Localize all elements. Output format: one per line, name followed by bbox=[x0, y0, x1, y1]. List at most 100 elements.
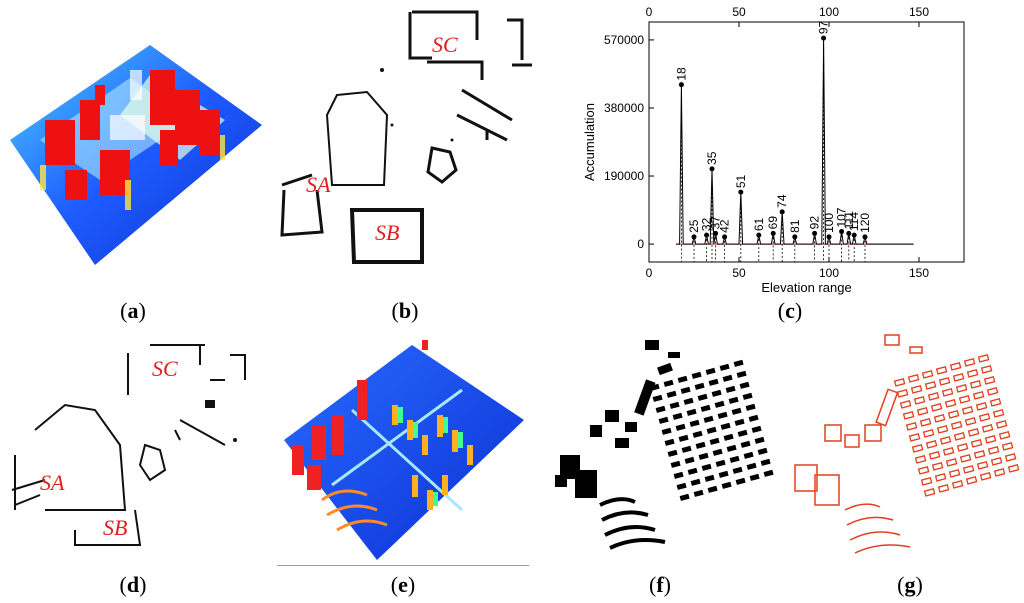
region-label-sb-d: SB bbox=[103, 515, 128, 540]
x-axis-label: Elevation range bbox=[761, 280, 851, 295]
building-footprint bbox=[953, 431, 966, 441]
elevation-histogram-chart: 0050501001001501500190000380000570000Ele… bbox=[582, 5, 965, 295]
peak-marker bbox=[738, 189, 744, 195]
building-footprint bbox=[729, 455, 740, 463]
building-footprint bbox=[993, 467, 1006, 477]
building-footprint bbox=[661, 427, 672, 435]
building-footprint bbox=[667, 449, 678, 457]
peak-label: 111 bbox=[842, 211, 856, 230]
building-footprint bbox=[666, 390, 677, 398]
peak-marker bbox=[722, 234, 728, 240]
building-footprint bbox=[703, 415, 714, 423]
building-footprint bbox=[760, 458, 771, 466]
panel-f-footprints bbox=[540, 330, 785, 565]
peak-marker bbox=[691, 234, 697, 240]
building-footprint bbox=[706, 426, 717, 434]
peak-label: 81 bbox=[788, 219, 802, 233]
building-footprint bbox=[983, 375, 996, 385]
building-footprint bbox=[959, 453, 972, 463]
building-footprint bbox=[922, 428, 935, 438]
building-footprint bbox=[705, 367, 716, 375]
building-footprint bbox=[763, 469, 774, 477]
building-footprint bbox=[966, 368, 979, 378]
building-footprint bbox=[708, 378, 719, 386]
peak-marker bbox=[709, 166, 715, 172]
building-footprint bbox=[701, 463, 712, 471]
building-outlines-g bbox=[794, 334, 1020, 554]
building-footprint bbox=[958, 394, 971, 404]
building-footprint bbox=[700, 404, 711, 412]
building-footprint bbox=[707, 485, 718, 493]
building-footprint bbox=[693, 489, 704, 497]
building-footprint bbox=[678, 434, 689, 442]
panel-a-point-cloud bbox=[0, 30, 272, 270]
building-footprint bbox=[687, 467, 698, 475]
building-footprint bbox=[728, 396, 739, 404]
region-label-sa-b: SA bbox=[306, 172, 331, 197]
x-tick-label-top: 100 bbox=[819, 5, 839, 19]
building-footprint bbox=[692, 430, 703, 438]
building-footprint bbox=[893, 377, 906, 387]
building-footprint bbox=[695, 441, 706, 449]
building-footprint bbox=[962, 464, 975, 474]
x-tick-label-bottom: 100 bbox=[819, 266, 839, 280]
caption-g: (g) bbox=[897, 572, 923, 597]
peak-marker bbox=[779, 209, 785, 215]
building-footprint bbox=[658, 416, 669, 424]
building-footprint bbox=[927, 391, 940, 401]
peak-marker bbox=[756, 232, 762, 238]
building-footprint bbox=[913, 395, 926, 405]
building-footprint bbox=[925, 439, 938, 449]
building-footprint bbox=[978, 412, 991, 422]
y-tick-label: 570000 bbox=[604, 33, 644, 47]
building-footprint bbox=[908, 432, 921, 442]
peak-marker bbox=[839, 229, 845, 235]
panel-d-outlines bbox=[0, 335, 272, 565]
building-footprint bbox=[963, 357, 976, 367]
region-label-sa-d: SA bbox=[40, 470, 65, 495]
building-footprint bbox=[672, 412, 683, 420]
building-footprint bbox=[992, 408, 1005, 418]
building-footprint bbox=[990, 456, 1003, 466]
building-footprint bbox=[732, 466, 743, 474]
building-footprint bbox=[748, 414, 759, 422]
building-footprint bbox=[989, 397, 1002, 407]
building-footprint bbox=[935, 365, 948, 375]
building-footprint bbox=[652, 394, 663, 402]
building-footprint bbox=[986, 386, 999, 396]
building-footprint bbox=[677, 375, 688, 383]
peak-label: 107 bbox=[835, 207, 849, 227]
peak-label: 100 bbox=[822, 213, 836, 233]
building-footprint bbox=[712, 448, 723, 456]
caption-c: (c) bbox=[777, 298, 803, 323]
panel-e-3d-city bbox=[272, 325, 534, 570]
building-footprint bbox=[757, 447, 768, 455]
peak-marker bbox=[851, 232, 857, 238]
building-footprint bbox=[694, 382, 705, 390]
x-tick-label-bottom: 0 bbox=[646, 266, 653, 280]
building-footprint bbox=[709, 437, 720, 445]
peak-marker bbox=[821, 35, 827, 41]
region-label-sc-b: SC bbox=[432, 32, 458, 57]
building-footprint bbox=[896, 388, 909, 398]
peak-label: 61 bbox=[752, 217, 766, 231]
building-footprint bbox=[937, 483, 950, 493]
building-footprint bbox=[683, 397, 694, 405]
building-footprint bbox=[907, 373, 920, 383]
building-footprint bbox=[899, 399, 912, 409]
building-footprint bbox=[675, 423, 686, 431]
building-footprint bbox=[936, 424, 949, 434]
peak-marker bbox=[862, 234, 868, 240]
building-footprint bbox=[923, 487, 936, 497]
building-footprint bbox=[737, 429, 748, 437]
building-footprint bbox=[919, 417, 932, 427]
peak-label: 92 bbox=[808, 216, 822, 230]
building-footprint bbox=[979, 471, 992, 481]
building-footprint bbox=[734, 418, 745, 426]
building-footprint bbox=[980, 364, 993, 374]
building-footprint bbox=[984, 434, 997, 444]
peak-label: 97 bbox=[817, 20, 831, 34]
building-footprint bbox=[931, 461, 944, 471]
peak-marker bbox=[826, 234, 832, 240]
